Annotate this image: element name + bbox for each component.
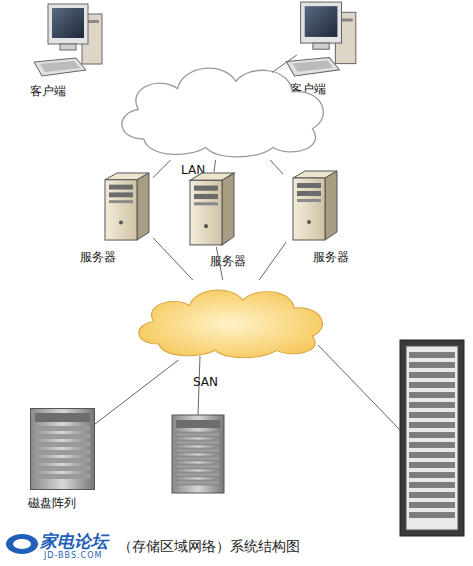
disk-array-shape <box>30 408 95 490</box>
network-link <box>214 160 216 172</box>
node-label: 服务器 <box>210 254 246 268</box>
san-cloud-shape <box>128 280 333 360</box>
lan-cloud: LAN <box>110 55 335 160</box>
node-label: SAN <box>193 375 218 389</box>
network-link <box>95 360 178 424</box>
disk-array: 磁盘阵列 <box>30 408 95 490</box>
network-link <box>272 55 297 73</box>
disk-array-icon <box>172 415 224 493</box>
network-link <box>153 238 193 280</box>
rack-storage-icon <box>400 340 464 536</box>
watermark-text: 家电论坛 <box>40 530 108 553</box>
watermark-logo <box>6 534 38 554</box>
client-computer-shape <box>20 2 110 80</box>
network-link <box>153 160 171 178</box>
node-label: 服务器 <box>313 250 349 264</box>
server-box: 服务器 <box>95 172 153 242</box>
san-wire <box>318 345 400 430</box>
lan-cloud-shape <box>110 55 335 160</box>
network-link <box>270 160 283 174</box>
network-link <box>216 247 222 280</box>
network-link <box>259 242 286 280</box>
node-label: 磁盘阵列 <box>28 496 76 510</box>
figure-caption: （存储区域网络）系统结构图 <box>118 538 300 556</box>
server-box: 服务器 <box>283 170 341 242</box>
watermark-text: JD-BBS.COM <box>44 551 102 560</box>
server-box-shape <box>95 172 153 242</box>
san-cloud: SAN <box>128 280 333 360</box>
client-computer: 客户端 <box>272 0 364 80</box>
node-label: 客户端 <box>30 84 66 98</box>
server-box-shape <box>283 170 341 242</box>
client-computer-shape <box>272 0 364 80</box>
server-box-shape <box>180 172 238 247</box>
node-label: 服务器 <box>80 250 116 264</box>
client-computer: 客户端 <box>20 2 110 80</box>
server-box: 服务器 <box>180 172 238 247</box>
